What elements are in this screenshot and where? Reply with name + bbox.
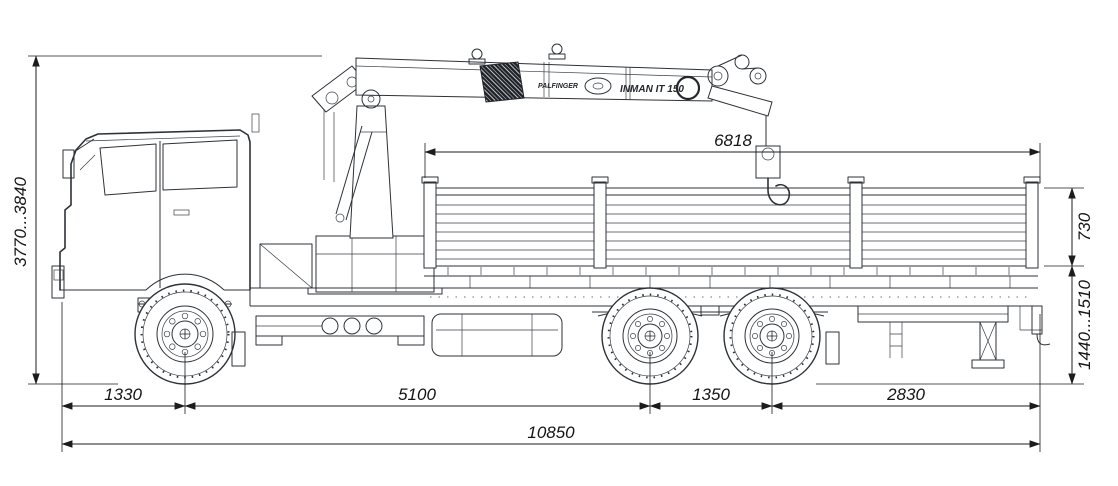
dim-wheelbase-label: 5100 (398, 385, 436, 404)
truck-cab (51, 113, 260, 327)
crane-column (349, 105, 394, 239)
flatbed-platform (421, 176, 1041, 288)
front-bumper (51, 265, 65, 299)
hook-block (755, 116, 791, 206)
dim-front-overhang: 1330 (61, 385, 186, 410)
mirror (62, 149, 75, 179)
rear-outrigger (857, 305, 1009, 369)
dim-platform-height-label: 1440...1510 (1075, 280, 1094, 370)
boom-sheave (675, 75, 701, 101)
boom-pivot (361, 89, 381, 109)
cab-window-front (99, 143, 157, 196)
crane-logo-patch (479, 61, 525, 103)
wiper (79, 154, 96, 171)
behind-cab-box (259, 243, 313, 289)
dim-front-overhang-label: 1330 (104, 385, 142, 404)
stake-posts (421, 176, 1041, 269)
dim-rear-axle-spacing: 1350 (649, 385, 773, 410)
crane-model-label: INMAN IT 150 (620, 84, 684, 95)
lift-cylinder (335, 125, 373, 221)
dimension-lines: 3770...3840 6818 730 1440...1510 1330 51… (11, 55, 1094, 452)
crane-pedestal (315, 235, 435, 293)
crane-assembly: PALFINGER INMAN IT 150 (307, 43, 791, 295)
mirror-arm (73, 138, 95, 153)
air-intake (251, 113, 260, 133)
dim-rear-overhang-label: 2830 (886, 385, 925, 404)
knuckle-assembly (707, 54, 773, 117)
dim-platform-height: 1440...1510 (1068, 265, 1094, 385)
door-handle (173, 209, 190, 216)
crane-outrigger-stowed (255, 315, 425, 346)
crane-brand-label: PALFINGER (538, 83, 578, 90)
toolbox (431, 313, 563, 357)
dim-rear-axle-spacing-label: 1350 (692, 385, 730, 404)
lifting-eyes (468, 43, 566, 65)
dim-overall-height: 3770...3840 (11, 55, 40, 385)
underbody-equipment (255, 243, 1009, 369)
dim-platform-length-label: 6818 (714, 131, 752, 150)
dim-side-board-height-label: 730 (1075, 212, 1094, 241)
dim-platform-length: 6818 (424, 131, 1041, 156)
front-mudflap (231, 331, 246, 367)
dim-wheelbase: 5100 (184, 385, 651, 410)
dim-side-board-height: 730 (1068, 187, 1094, 267)
cab-window-rear (162, 139, 238, 191)
dim-rear-overhang: 2830 (771, 385, 1041, 410)
dim-overall-length: 10850 (61, 423, 1041, 448)
headlight (53, 269, 64, 281)
rear-mudflap (825, 331, 840, 365)
dim-overall-length-label: 10850 (527, 423, 575, 442)
dim-overall-height-label: 3770...3840 (11, 177, 30, 267)
